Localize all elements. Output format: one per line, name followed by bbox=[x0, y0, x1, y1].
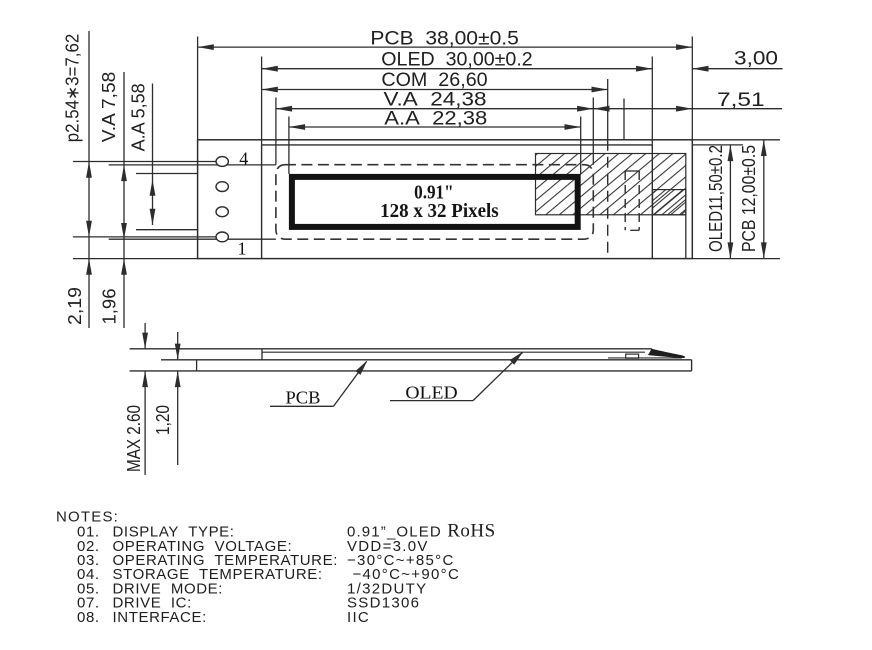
svg-text:DRIVE MODE:: DRIVE MODE: bbox=[113, 580, 224, 597]
svg-text:7,51: 7,51 bbox=[717, 89, 765, 111]
svg-text:1/32DUTY: 1/32DUTY bbox=[347, 580, 427, 597]
svg-text:COM 26,60: COM 26,60 bbox=[381, 69, 487, 91]
svg-text:02.: 02. bbox=[77, 538, 100, 555]
svg-text:DISPLAY TYPE:: DISPLAY TYPE: bbox=[113, 524, 235, 541]
svg-text:04.: 04. bbox=[77, 566, 100, 583]
svg-text:OLED 30,00±0.2: OLED 30,00±0.2 bbox=[381, 49, 532, 71]
svg-text:OPERATING TEMPERATURE:: OPERATING TEMPERATURE: bbox=[113, 552, 339, 569]
svg-text:VDD=3.0V: VDD=3.0V bbox=[347, 538, 429, 555]
svg-text:01.: 01. bbox=[77, 524, 100, 541]
svg-text:IIC: IIC bbox=[347, 609, 370, 626]
svg-text:03.: 03. bbox=[77, 552, 100, 569]
svg-text:3,00: 3,00 bbox=[734, 48, 778, 70]
svg-text:4: 4 bbox=[239, 149, 248, 169]
svg-text:SSD1306: SSD1306 bbox=[347, 595, 420, 612]
svg-text:V.A 24,38: V.A 24,38 bbox=[384, 89, 487, 111]
svg-text:07.: 07. bbox=[77, 595, 100, 612]
svg-text:MAX 2.60: MAX 2.60 bbox=[124, 405, 144, 472]
svg-text:V.A 7,58: V.A 7,58 bbox=[99, 72, 119, 143]
svg-text:DRIVE IC:: DRIVE IC: bbox=[113, 595, 192, 612]
svg-text:0.91”_OLED RoHS: 0.91”_OLED RoHS bbox=[347, 521, 496, 542]
svg-text:NOTES:: NOTES: bbox=[56, 509, 119, 526]
svg-text:PCB 12,00±0.5: PCB 12,00±0.5 bbox=[739, 145, 759, 252]
svg-text:p2.54∗3=7,62: p2.54∗3=7,62 bbox=[62, 34, 82, 143]
svg-text:A.A 5,58: A.A 5,58 bbox=[129, 83, 149, 151]
svg-text:INTERFACE:: INTERFACE: bbox=[113, 609, 207, 626]
svg-text:05.: 05. bbox=[77, 580, 100, 597]
svg-text:1,20: 1,20 bbox=[153, 405, 173, 435]
svg-text:0.91": 0.91" bbox=[414, 182, 454, 203]
svg-text:2,19: 2,19 bbox=[65, 287, 85, 325]
svg-text:OLED11,50±0.2: OLED11,50±0.2 bbox=[706, 145, 726, 252]
svg-text:STORAGE TEMPERATURE:: STORAGE TEMPERATURE: bbox=[113, 566, 323, 583]
svg-text:A.A 22,38: A.A 22,38 bbox=[384, 108, 487, 130]
svg-text:OPERATING VOLTAGE:: OPERATING VOLTAGE: bbox=[113, 538, 293, 555]
svg-text:PCB 38,00±0.5: PCB 38,00±0.5 bbox=[370, 28, 519, 50]
svg-text:−40°C~+90°C: −40°C~+90°C bbox=[347, 566, 460, 583]
svg-text:−30°C~+85°C: −30°C~+85°C bbox=[347, 552, 455, 569]
svg-text:1: 1 bbox=[238, 239, 247, 259]
svg-text:08.: 08. bbox=[77, 609, 100, 626]
svg-text:OLED: OLED bbox=[405, 382, 457, 402]
svg-text:128 x 32 Pixels: 128 x 32 Pixels bbox=[380, 201, 499, 222]
svg-text:1,96: 1,96 bbox=[100, 289, 120, 325]
svg-text:PCB: PCB bbox=[286, 388, 321, 408]
